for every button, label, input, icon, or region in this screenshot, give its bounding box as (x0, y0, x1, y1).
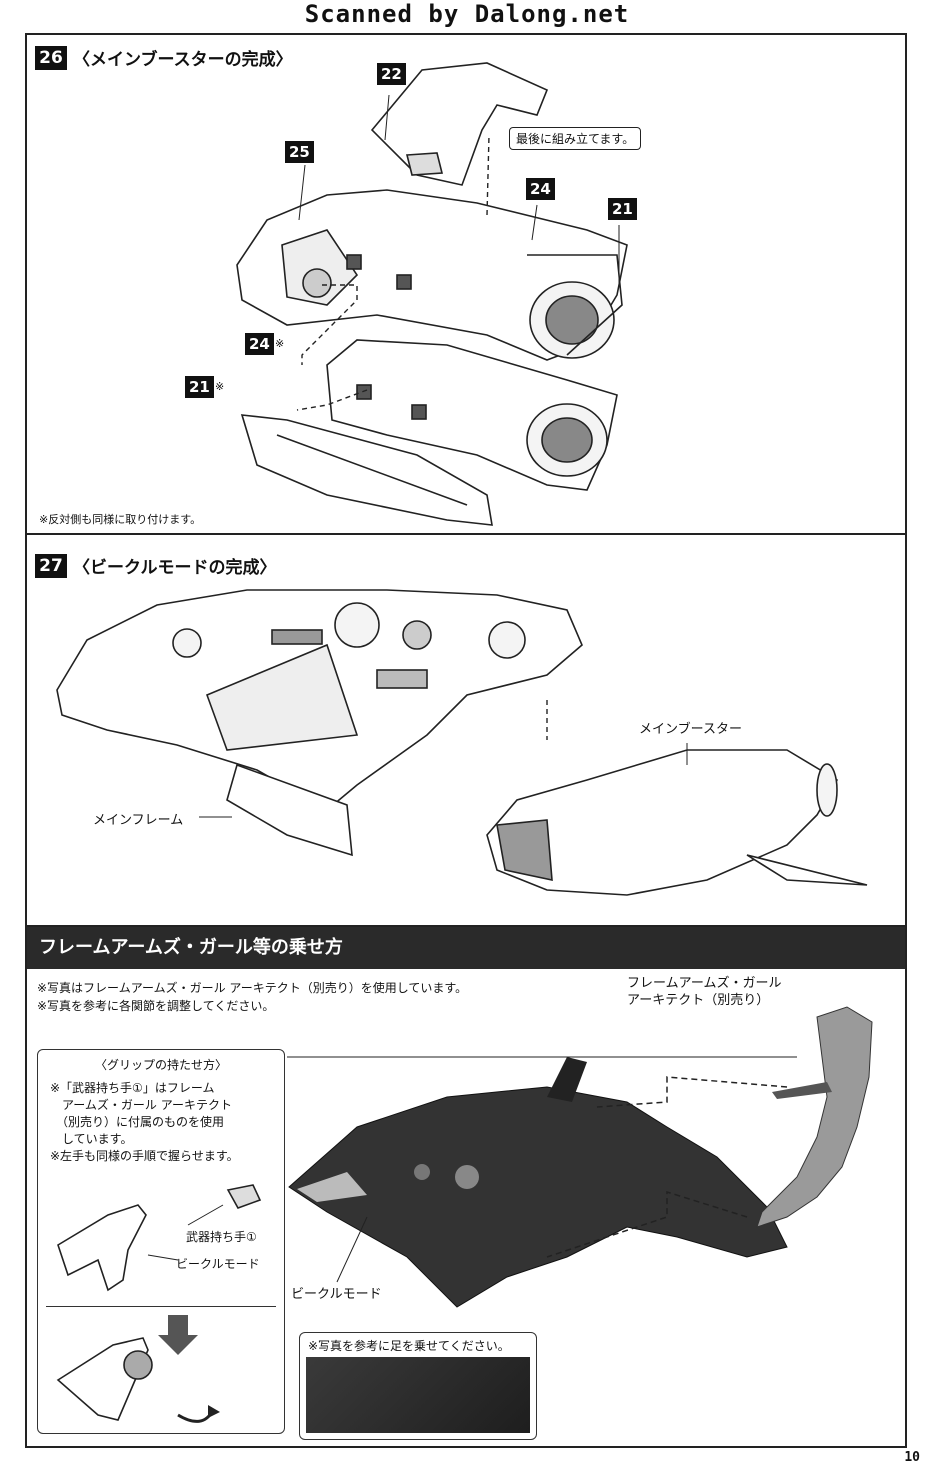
riding-photo-illustration (287, 1006, 873, 1308)
grip-divider (46, 1306, 276, 1307)
riding-section-panel: フレームアームズ・ガール等の乗せ方 ※写真はフレームアームズ・ガール アーキテク… (27, 927, 905, 1446)
part-24-star: ※ (275, 337, 285, 350)
step-26-header: 26 〈メインブースターの完成〉 (35, 45, 293, 70)
foot-photo (306, 1357, 530, 1433)
step-27-panel: 27 〈ビークルモードの完成〉 (27, 535, 905, 927)
foot-placement-box: ※写真を参考に足を乗せてください。 (299, 1332, 537, 1440)
grip-instructions-box: 〈グリップの持たせ方〉 ※「武器持ち手①」はフレーム アームズ・ガール アーキテ… (37, 1049, 285, 1434)
grip-vehicle-label: ビークルモード (176, 1257, 260, 1271)
grip-notes: ※「武器持ち手①」はフレーム アームズ・ガール アーキテクト （別売り）に付属の… (50, 1081, 239, 1163)
part-tag-22: 22 (377, 63, 406, 85)
step-27-number: 27 (35, 553, 67, 578)
part-tag-24: 24 (526, 178, 555, 200)
riding-note-1: ※写真はフレームアームズ・ガール アーキテクト（別売り）を使用しています。 (37, 981, 468, 995)
main-frame-label: メインフレーム (93, 813, 184, 828)
booster-assembly-illustration (236, 62, 628, 526)
weapon-hand-label: 武器持ち手① (186, 1230, 257, 1244)
part-tag-21: 21 (608, 198, 637, 220)
riding-note-2: ※写真を参考に各関節を調整してください。 (37, 999, 275, 1013)
assemble-last-callout: 最後に組み立てます。 (509, 127, 642, 150)
part-21-star: ※ (215, 380, 225, 393)
foot-caption: ※写真を参考に足を乗せてください。 (308, 1339, 510, 1353)
main-booster-label: メインブースター (639, 722, 742, 737)
step-26-panel: 26 〈メインブースターの完成〉 (27, 35, 905, 535)
figure-label: フレームアームズ・ガール アーキテクト（別売り） (627, 976, 782, 1008)
vehicle-mode-label: ビークルモード (291, 1287, 382, 1302)
step-26-note: ※反対側も同様に取り付けます。 (39, 513, 202, 526)
page-number: 10 (904, 1450, 920, 1465)
part-tag-21-opposite: 21 (185, 376, 214, 398)
vehicle-mode-illustration (56, 589, 868, 896)
step-27-title: 〈ビークルモードの完成〉 (73, 558, 277, 578)
part-tag-25: 25 (285, 141, 314, 163)
part-tag-24-opposite: 24 (245, 333, 274, 355)
grip-title: 〈グリップの持たせ方〉 (94, 1058, 227, 1072)
riding-section-title: フレームアームズ・ガール等の乗せ方 (27, 927, 905, 969)
grip-diagram (56, 1184, 262, 1423)
scan-watermark: Scanned by Dalong.net (304, 0, 630, 28)
step-26-number: 26 (35, 45, 67, 70)
step-26-title: 〈メインブースターの完成〉 (73, 50, 293, 70)
riding-notes: ※写真はフレームアームズ・ガール アーキテクト（別売り）を使用しています。 ※写… (37, 979, 467, 1015)
instruction-sheet: 26 〈メインブースターの完成〉 (25, 33, 907, 1448)
step-27-header: 27 〈ビークルモードの完成〉 (35, 553, 277, 578)
